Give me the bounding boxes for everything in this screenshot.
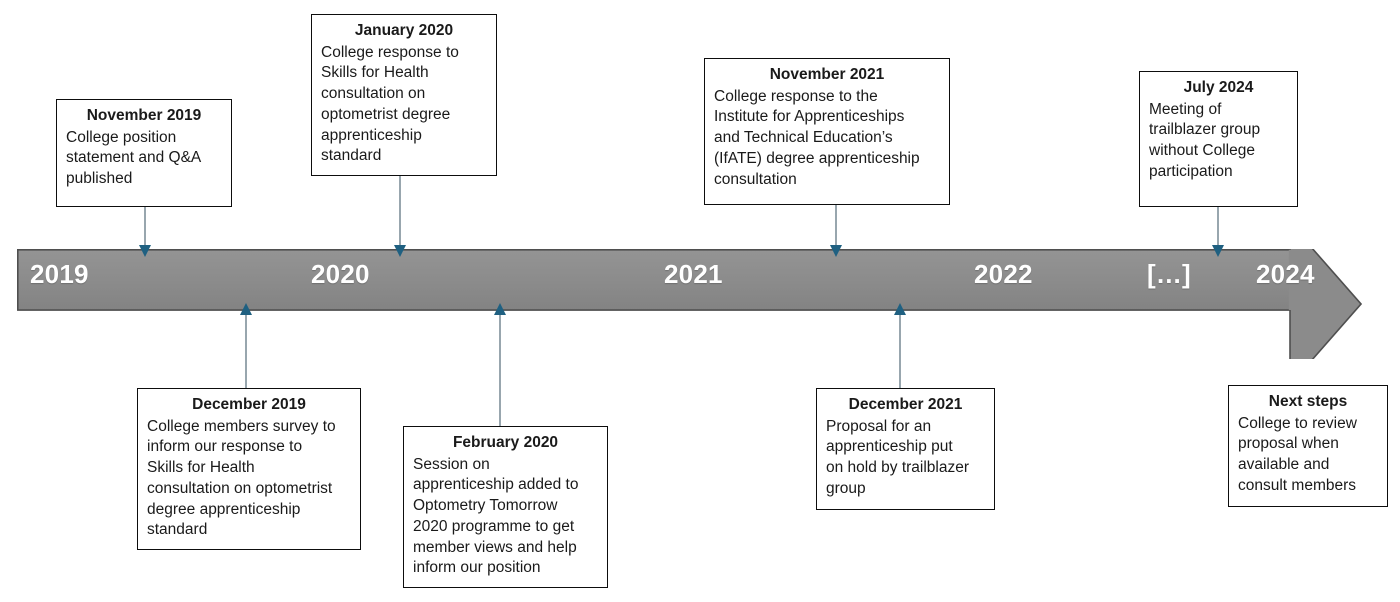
- timeline-tick-: […]: [1147, 259, 1191, 289]
- timeline-arrow-shape: [17, 249, 1362, 359]
- event-november-2019-connector: [137, 207, 153, 257]
- event-next-steps-title: Next steps: [1268, 393, 1348, 410]
- event-february-2020-connector: [492, 303, 508, 426]
- timeline-tick-2024: 2024: [1256, 259, 1315, 289]
- event-november-2019-title: November 2019: [86, 107, 202, 124]
- timeline-tick-2020: 2020: [311, 259, 370, 289]
- event-july-2024-title: July 2024: [1183, 79, 1254, 96]
- event-july-2024-connector: [1210, 207, 1226, 257]
- event-january-2020-body: College response to Skills for Health co…: [321, 43, 459, 165]
- timeline-tick-2022: 2022: [974, 259, 1033, 289]
- event-december-2019-body: College members survey to inform our res…: [147, 417, 336, 539]
- event-november-2021-connector: [828, 205, 844, 257]
- event-december-2021-connector: [892, 303, 908, 388]
- event-january-2020-title: January 2020: [354, 22, 454, 39]
- event-december-2019-title: December 2019: [192, 396, 306, 413]
- event-december-2019-connector: [238, 303, 254, 388]
- event-july-2024-body: Meeting of trailblazer group without Col…: [1149, 100, 1261, 180]
- timeline-arrow-bar: [17, 249, 1362, 359]
- timeline-tick-2021: 2021: [664, 259, 723, 289]
- event-next-steps-body: College to review proposal when availabl…: [1238, 414, 1357, 494]
- timeline-tick-2019: 2019: [30, 259, 89, 289]
- event-november-2021-body: College response to the Institute for Ap…: [714, 87, 920, 188]
- event-november-2021-title: November 2021: [769, 66, 885, 83]
- event-december-2021-body: Proposal for an apprenticeship put on ho…: [826, 417, 970, 497]
- event-november-2019-body: College position statement and Q&A publi…: [66, 128, 202, 188]
- event-january-2020-connector: [392, 170, 408, 257]
- event-february-2020-title: February 2020: [452, 434, 559, 451]
- event-february-2020-body: Session on apprenticeship added to Optom…: [413, 455, 579, 577]
- event-december-2021-title: December 2021: [848, 396, 963, 413]
